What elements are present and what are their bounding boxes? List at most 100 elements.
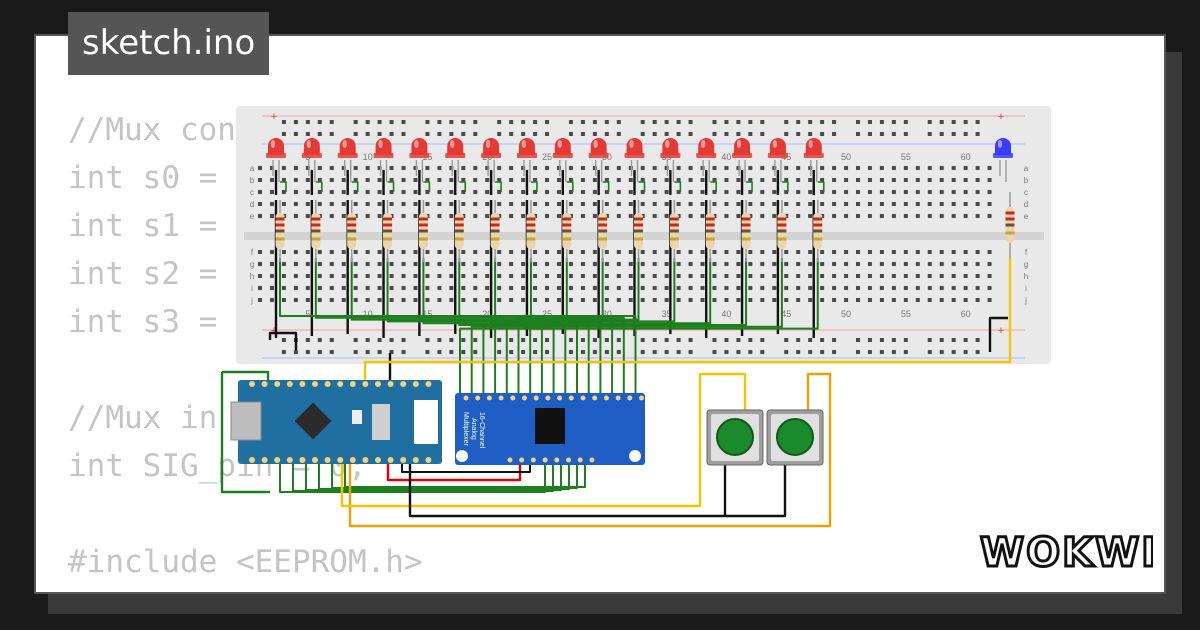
led-dome-icon	[698, 138, 715, 155]
arduino-nano[interactable]	[230, 380, 442, 464]
mux-pin	[639, 395, 644, 401]
resistor-band	[311, 229, 321, 233]
button-1-signal-wire	[340, 372, 747, 508]
led-dome-icon	[411, 138, 428, 155]
column-label-top: 55	[901, 152, 911, 162]
arduino-pin-top	[362, 381, 369, 387]
pushbutton-1[interactable]	[706, 409, 764, 466]
resistor-band	[490, 223, 500, 227]
mux-pin	[463, 395, 469, 401]
resistor-band	[347, 217, 357, 221]
rail-plus-label: +	[271, 325, 277, 337]
row-label: e	[250, 212, 255, 221]
resistor-band	[418, 237, 428, 241]
resistor-band	[741, 229, 751, 233]
led-dome-icon	[339, 138, 356, 155]
resistor-band	[777, 229, 787, 233]
resistor-band	[669, 217, 679, 221]
led-highlight	[378, 140, 383, 148]
mux-pins	[463, 395, 644, 463]
pushbutton-2[interactable]	[766, 409, 824, 466]
mux-pin	[519, 457, 525, 463]
row-label: c	[1024, 188, 1028, 197]
column-label-bottom: 10	[363, 309, 373, 319]
row-label: e	[1024, 212, 1029, 221]
arduino-pin-top	[261, 381, 268, 387]
resistor-band	[634, 217, 643, 221]
mux-pin	[486, 395, 492, 401]
arduino-pin-top	[299, 381, 306, 387]
led-dome-icon	[518, 138, 535, 155]
arduino-pin-top	[249, 381, 255, 387]
led-highlight	[629, 140, 634, 148]
pushbutton-cap-icon	[776, 418, 814, 456]
row-label: b	[1024, 176, 1029, 185]
mux-pin	[554, 457, 560, 463]
resistor-band	[526, 223, 536, 227]
resistor-band	[418, 217, 428, 221]
arduino-pin-bottom	[261, 457, 268, 463]
resistor-band	[705, 229, 715, 233]
led-highlight	[593, 140, 598, 148]
led-highlight	[736, 140, 742, 148]
resistor-band	[634, 237, 643, 241]
row-label: a	[250, 164, 255, 173]
resistor-band	[634, 223, 643, 227]
resistor-band	[634, 229, 643, 233]
usb-connector-icon	[230, 401, 262, 441]
led-highlight	[270, 140, 276, 148]
resistor-band	[526, 217, 536, 221]
resistor-band	[777, 223, 787, 227]
column-label-bottom: 50	[841, 309, 851, 319]
mux-pin	[510, 395, 516, 401]
rail-plus-label: +	[998, 111, 1004, 123]
resistor-band	[383, 217, 393, 221]
resistor-band	[741, 217, 751, 221]
resistor-band	[562, 223, 572, 227]
led-jumper-wire	[530, 181, 538, 192]
resistor-band	[275, 217, 285, 221]
column-label-top: 10	[363, 152, 373, 162]
led-dome-icon	[590, 138, 607, 155]
resistor-band	[383, 237, 393, 241]
led-dome-icon	[447, 138, 464, 155]
row-label: h	[250, 272, 254, 281]
status-led-ground-wire	[988, 316, 1008, 352]
resistor-band	[418, 229, 428, 233]
resistor-band	[490, 229, 500, 233]
resistor-band	[275, 229, 285, 233]
column-label-bottom: 20	[482, 309, 492, 319]
arduino-pin-bottom	[249, 457, 255, 463]
pushbutton-cap-icon	[716, 418, 754, 456]
resistor-band	[813, 237, 823, 241]
resistor-band	[741, 237, 751, 241]
led-dome-icon	[554, 138, 571, 155]
column-label-bottom: 60	[961, 309, 971, 319]
resistor-band	[669, 223, 679, 227]
mux-pin	[498, 395, 504, 401]
mux-ground-wire	[401, 462, 531, 473]
button-signal-wire	[363, 258, 1012, 384]
led-dome-icon	[483, 138, 500, 155]
resistor-band	[562, 237, 572, 241]
mux-label-2: Analog	[470, 418, 477, 440]
mux-pin	[542, 457, 548, 463]
mux-pin	[522, 395, 527, 401]
resistor-band	[813, 217, 823, 221]
arduino-pin-top	[312, 381, 318, 387]
led-jumper-wire	[459, 181, 467, 192]
resistor-band	[454, 223, 464, 227]
led-jumper-wire	[387, 181, 395, 192]
wires	[220, 170, 1012, 528]
resistor-band	[598, 229, 608, 233]
resistor-band	[598, 237, 608, 241]
mux-module[interactable]: 16-Channel Analog Multiplexer	[455, 393, 645, 465]
led-jumper-wire	[781, 181, 789, 192]
resistors	[275, 192, 1015, 262]
mux-pin	[568, 395, 574, 401]
led-highlight	[485, 140, 491, 148]
column-label-bottom: 25	[542, 309, 552, 319]
mux-chip-icon	[535, 408, 565, 444]
row-label: d	[1024, 200, 1028, 209]
row-label: g	[250, 260, 254, 269]
